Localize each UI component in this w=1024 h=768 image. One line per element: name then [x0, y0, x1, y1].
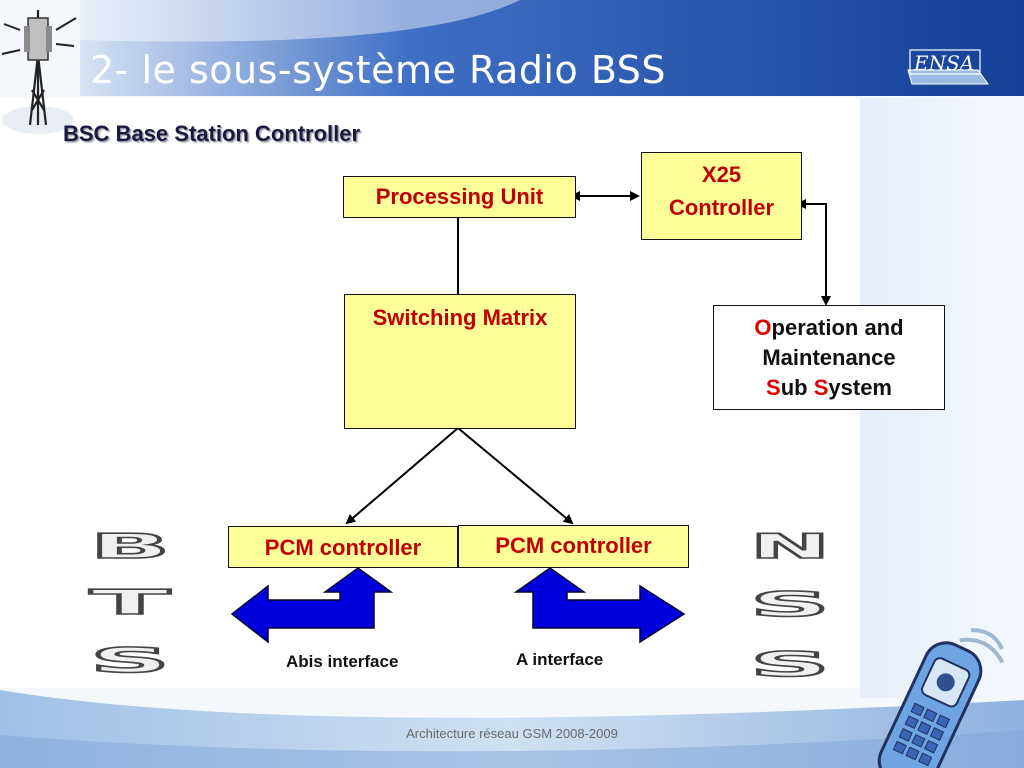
x25-label: X25	[701, 162, 742, 187]
pcm-right-label: PCM controller	[495, 533, 652, 558]
processing-unit-label: Processing Unit	[375, 184, 544, 209]
a-interface-arrow	[513, 567, 686, 644]
antenna-tower-icon	[1, 10, 77, 134]
a-interface-label: A interface	[516, 650, 604, 669]
switching-matrix-label: Switching Matrix	[372, 305, 548, 330]
processing-unit-box: Processing Unit	[343, 176, 576, 218]
bts-letter-t: T	[90, 583, 173, 623]
abis-interface-arrow	[230, 567, 394, 644]
link-switching-pcm-right	[457, 427, 574, 525]
bts-letter-b: B	[90, 527, 170, 567]
logo-text: ENSA	[913, 51, 974, 75]
slide-title: 2- le sous-système Radio BSS	[90, 48, 666, 92]
nss-letter-s2: S	[750, 645, 830, 685]
oms-line-2: Maintenance	[762, 345, 896, 370]
link-x25-oms	[796, 199, 831, 306]
nss-letter-s1: S	[750, 585, 830, 625]
pcm-left-label: PCM controller	[264, 535, 422, 560]
ensa-logo-icon: ENSA	[907, 49, 989, 85]
bts-letter-s: S	[90, 641, 170, 681]
pcm-controller-left-box: PCM controller	[228, 526, 458, 568]
nss-letter-n: N	[750, 527, 830, 567]
link-switching-pcm-left	[345, 427, 459, 525]
oms-line-1: Operation and	[754, 315, 904, 340]
diagram-subtitle: BSC Base Station Controller	[63, 121, 361, 146]
pcm-controller-right-box: PCM controller	[458, 525, 689, 568]
slide-footer: Architecture réseau GSM 2008-2009	[406, 726, 618, 741]
abis-interface-label: Abis interface	[286, 652, 399, 671]
controller-label: Controller	[668, 195, 775, 220]
oms-box: Operation and Maintenance Sub System	[713, 305, 945, 410]
switching-matrix-box: Switching Matrix	[344, 294, 576, 429]
oms-line-3: Sub System	[766, 375, 892, 400]
x25-controller-box: X25 Controller	[641, 152, 802, 240]
